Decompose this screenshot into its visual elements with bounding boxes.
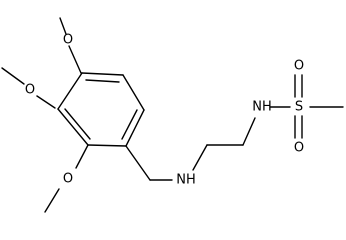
- ring-inner-bond-c: [121, 109, 138, 140]
- ring-bond-c5-c6: [125, 109, 145, 147]
- atom-label-amine-nh: NH: [176, 173, 196, 188]
- ring-inner-bond-a: [85, 79, 120, 83]
- ring-bond-c2-c3: [57, 72, 83, 110]
- bond-o-bottom-methyl: [44, 188, 60, 213]
- atom-label-sulfonamide-nh: NH: [252, 100, 272, 115]
- bond-methyl-o-top: [59, 17, 67, 35]
- atom-label-oxygen-top: O: [63, 33, 73, 48]
- atom-label-sulfur: S: [295, 100, 303, 115]
- bond-o-top-ring: [68, 45, 82, 74]
- bond-ring-ch2: [125, 145, 151, 181]
- ring-bond-c3-c4: [57, 108, 89, 146]
- molecule-structure: O O O NH NH S O O: [1, 17, 344, 213]
- atom-label-sulfonyl-oxygen-top: O: [294, 59, 304, 74]
- atom-label-oxygen-bottom: O: [63, 172, 73, 187]
- bond-ring-o-bottom: [75, 144, 89, 169]
- atom-label-sulfonyl-oxygen-bottom: O: [294, 141, 304, 156]
- ring-bond-c1-c2: [81, 72, 124, 76]
- ring-bond-c6-c1: [122, 74, 145, 111]
- bond-ch2-nh-sulfonamide: [242, 117, 256, 146]
- atom-label-oxygen-left: O: [25, 83, 35, 98]
- ring-inner-bond-b: [64, 108, 91, 140]
- ring-bond-c4-c5: [87, 144, 127, 147]
- bond-o-left-ring: [36, 95, 56, 109]
- bond-nh-ch2: [192, 144, 208, 171]
- bond-methyl-o-left: [1, 67, 25, 85]
